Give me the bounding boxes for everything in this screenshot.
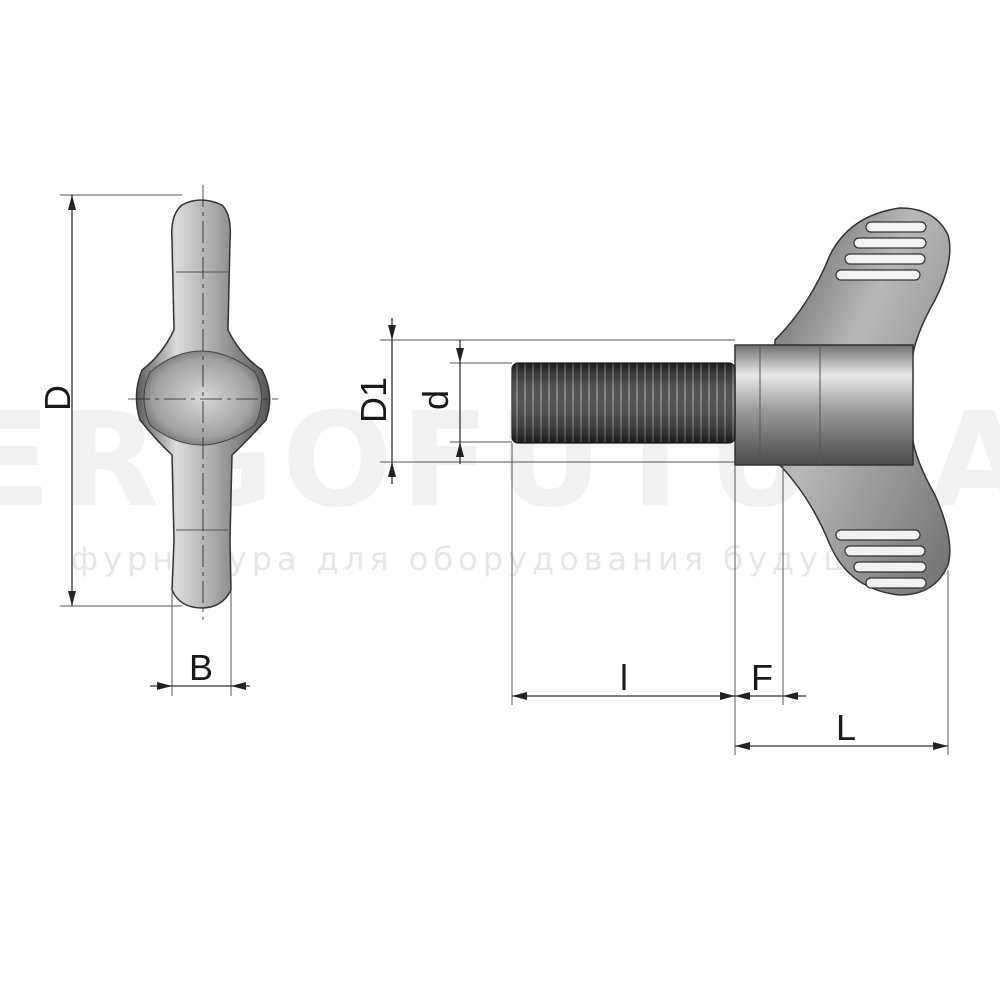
dimension-label-D: D <box>37 385 78 411</box>
front-view <box>511 207 951 596</box>
dimension-F: F <box>735 460 806 705</box>
side-view-hub <box>143 350 262 446</box>
side-view <box>128 185 278 620</box>
dimension-label-l: l <box>620 657 628 698</box>
dimension-B: B <box>150 590 250 696</box>
wing-grip-ribs-top <box>835 221 927 281</box>
dimension-label-F: F <box>751 657 773 698</box>
dimension-label-L: L <box>836 707 856 748</box>
dimension-L: L <box>735 570 949 755</box>
screw-collar <box>734 344 914 466</box>
wing-grip-ribs-bottom <box>835 529 927 589</box>
dimension-l: l <box>511 443 736 755</box>
dimension-label-B: B <box>189 647 213 688</box>
dimension-d: d <box>415 340 512 464</box>
dimension-D: D <box>37 194 182 607</box>
dimension-D1: D1 <box>353 318 735 484</box>
dimension-label-D1: D1 <box>353 377 394 423</box>
dimension-label-d: d <box>415 390 456 410</box>
